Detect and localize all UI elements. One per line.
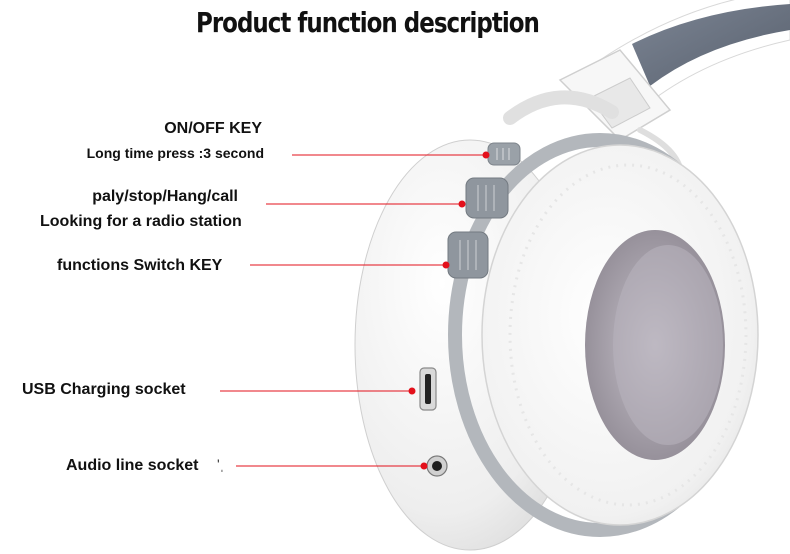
stray-mark: 'ˌ — [217, 456, 225, 472]
play-key-label: paly/stop/Hang/call — [92, 188, 238, 205]
usb-socket — [419, 367, 437, 411]
usb-charging-socket-label: USB Charging socket — [22, 381, 186, 398]
hinge — [503, 49, 685, 193]
cushion-stitching — [508, 163, 748, 507]
button-function-switch — [447, 231, 489, 279]
audio-line-socket-label: Audio line socket — [66, 457, 199, 474]
page-title: Product function description — [196, 6, 540, 39]
on-off-key-description: Long time press :3 second — [86, 145, 264, 161]
button-play — [465, 177, 509, 219]
on-off-key-label: ON/OFF KEY — [164, 120, 262, 137]
pointer-lines — [220, 151, 490, 470]
button-on-off — [487, 142, 521, 166]
function-switch-key-label: functions Switch KEY — [57, 257, 223, 274]
play-key-description: Looking for a radio station — [40, 213, 242, 230]
audio-socket — [426, 455, 448, 477]
